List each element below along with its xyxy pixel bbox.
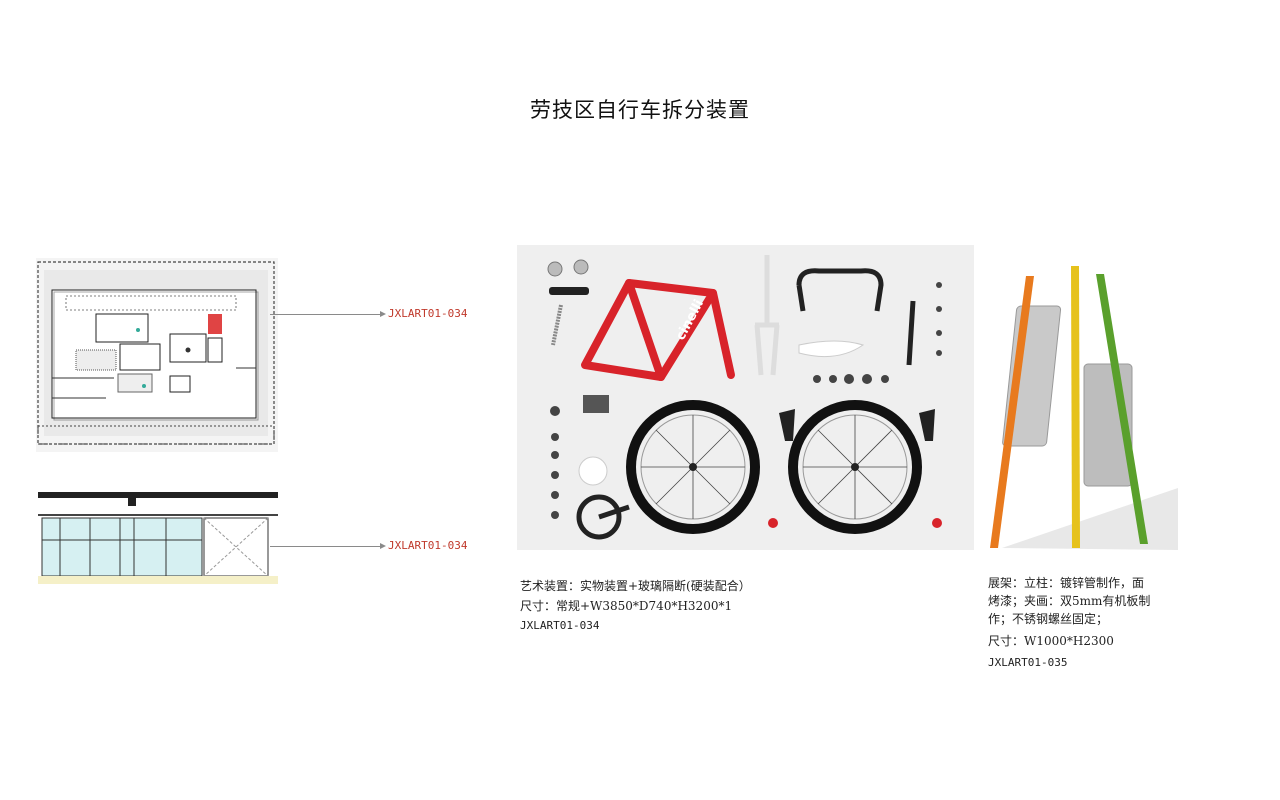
item-code: JXLART01-035 xyxy=(988,656,1068,669)
installation-caption: 艺术装置：实物装置+玻璃隔断(硬装配合） 尺寸：常规+W3850*D740*H3… xyxy=(520,576,940,636)
callout-line xyxy=(270,314,380,315)
caption-line: 作；不锈钢螺丝固定； xyxy=(988,612,1109,626)
callout-arrow xyxy=(380,543,386,549)
callout-label: JXLART01-034 xyxy=(388,539,468,552)
callout-label: JXLART01-034 xyxy=(388,307,468,320)
site-plan-drawing xyxy=(36,258,278,452)
caption-line: 展架：立柱：镀锌管制作，面 xyxy=(988,576,1145,590)
display-stand-rendering xyxy=(982,258,1178,550)
caption-line: 尺寸：常规+W3850*D740*H3200*1 xyxy=(520,599,733,613)
caption-line: 艺术装置：实物装置+玻璃隔断(硬装配合） xyxy=(520,579,751,593)
item-code: JXLART01-034 xyxy=(520,619,600,632)
display-stand-caption: 展架：立柱：镀锌管制作，面 烤漆；夹画：双5mm有机板制 作；不锈钢螺丝固定； … xyxy=(988,574,1188,672)
callout-line xyxy=(270,546,380,547)
caption-line: 烤漆；夹画：双5mm有机板制 xyxy=(988,594,1151,608)
callout-arrow xyxy=(380,311,386,317)
bicycle-parts-photo: cinelli xyxy=(517,245,974,550)
elevation-drawing xyxy=(38,492,278,584)
page-title: 劳技区自行车拆分装置 xyxy=(530,98,750,122)
caption-line: 尺寸：W1000*H2300 xyxy=(988,634,1114,648)
